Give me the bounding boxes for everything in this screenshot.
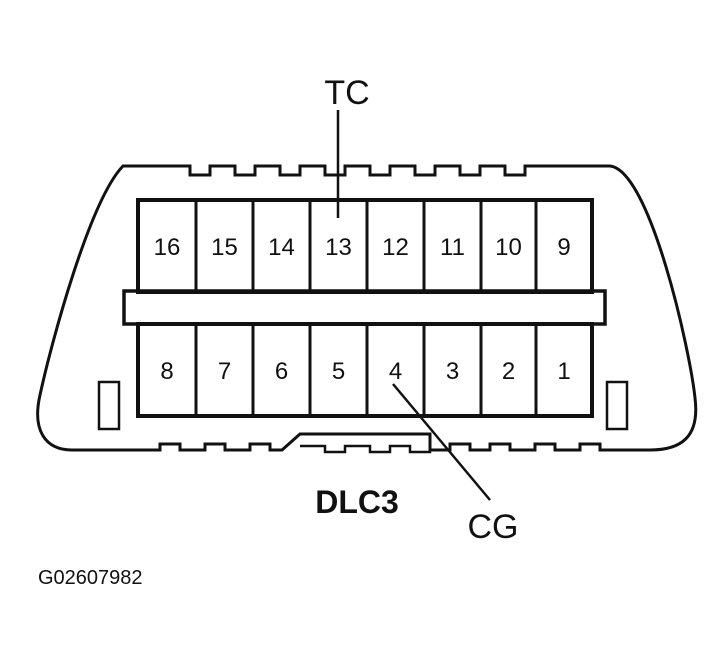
center-separator-bar <box>122 289 607 326</box>
bottom-pin-block-frame <box>136 322 594 418</box>
pin-13-label: 13 <box>325 234 352 261</box>
pin-7-label: 7 <box>218 358 231 385</box>
pin-9-label: 9 <box>557 234 570 261</box>
pin-11-label: 11 <box>440 234 465 261</box>
pin-6-label: 6 <box>275 358 288 385</box>
pin-2-label: 2 <box>502 358 515 385</box>
pin-4-label: 4 <box>389 358 402 385</box>
figure-id: G02607982 <box>38 567 143 589</box>
cg-callout-label: CG <box>468 508 519 546</box>
right-latch <box>605 380 629 431</box>
pin-14-label: 14 <box>268 234 295 261</box>
bottom-pin-row: 8 7 6 5 4 3 2 1 <box>136 322 594 418</box>
connector-title: DLC3 <box>315 484 399 520</box>
connector-housing-outline <box>36 164 698 452</box>
pin-8-label: 8 <box>160 358 173 385</box>
pin-15-label: 15 <box>211 234 238 261</box>
left-latch <box>97 380 121 431</box>
pin-12-label: 12 <box>382 234 409 261</box>
pin-1-label: 1 <box>557 358 570 385</box>
pin-3-label: 3 <box>446 358 459 385</box>
tc-callout-label: TC <box>324 74 369 112</box>
pin-5-label: 5 <box>332 358 345 385</box>
pin-10-label: 10 <box>495 234 522 261</box>
top-pin-row: 16 15 14 13 12 11 10 9 <box>136 198 594 294</box>
cg-leader-line <box>392 383 491 501</box>
bottom-key-notch <box>300 444 432 454</box>
pin-16-label: 16 <box>154 234 181 261</box>
top-pin-block-frame <box>136 198 594 294</box>
